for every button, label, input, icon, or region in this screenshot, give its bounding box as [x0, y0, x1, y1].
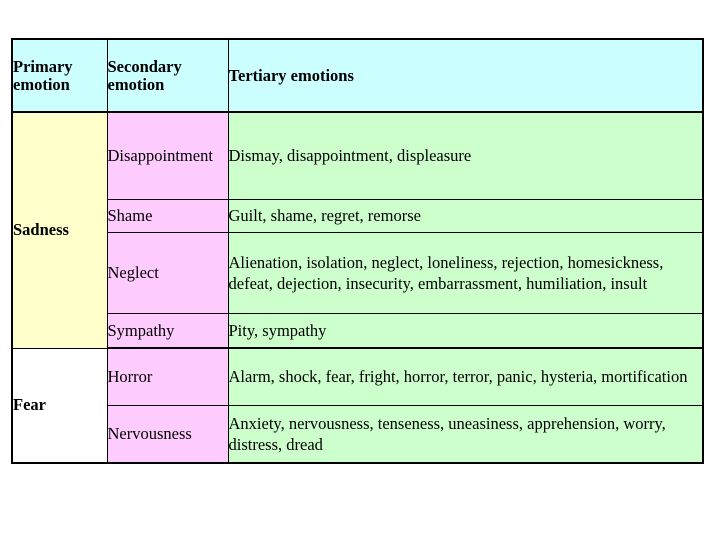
secondary-emotion-sympathy: Sympathy [106, 313, 229, 349]
secondary-emotion-shame: Shame [106, 199, 229, 233]
header-tertiary-emotions: Tertiary emotions [227, 38, 704, 113]
primary-emotion-sadness: Sadness [11, 111, 108, 349]
secondary-emotion-nervousness: Nervousness [106, 405, 229, 464]
table-header-row: Primary emotion Secondary emotion Tertia… [11, 38, 704, 113]
secondary-emotion-disappointment: Disappointment [106, 111, 229, 200]
emotion-classification-table: Primary emotion Secondary emotion Tertia… [11, 38, 704, 464]
secondary-emotion-neglect: Neglect [106, 232, 229, 314]
tertiary-emotions-neglect: Alienation, isolation, neglect, loneline… [227, 232, 704, 314]
header-primary-emotion: Primary emotion [11, 38, 108, 113]
emotion-table: Primary emotion Secondary emotion Tertia… [11, 38, 704, 464]
tertiary-emotions-nervousness: Anxiety, nervousness, tenseness, uneasin… [227, 405, 704, 464]
table-row: Fear Horror Alarm, shock, fear, fright, … [11, 347, 704, 464]
header-secondary-emotion: Secondary emotion [106, 38, 229, 113]
tertiary-emotions-sympathy: Pity, sympathy [227, 313, 704, 349]
table-row: Sadness Disappointment Dismay, disappoin… [11, 111, 704, 349]
table-row: Neglect Alienation, isolation, neglect, … [12, 232, 704, 314]
table-row: Nervousness Anxiety, nervousness, tensen… [12, 405, 704, 464]
tertiary-emotions-horror: Alarm, shock, fear, fright, horror, terr… [227, 347, 704, 406]
primary-emotion-fear: Fear [11, 347, 108, 464]
table-row: Shame Guilt, shame, regret, remorse [12, 199, 704, 233]
tertiary-emotions-shame: Guilt, shame, regret, remorse [227, 199, 704, 233]
secondary-emotion-horror: Horror [106, 347, 229, 406]
table-row: Sympathy Pity, sympathy [12, 313, 704, 349]
tertiary-emotions-disappointment: Dismay, disappointment, displeasure [227, 111, 704, 200]
